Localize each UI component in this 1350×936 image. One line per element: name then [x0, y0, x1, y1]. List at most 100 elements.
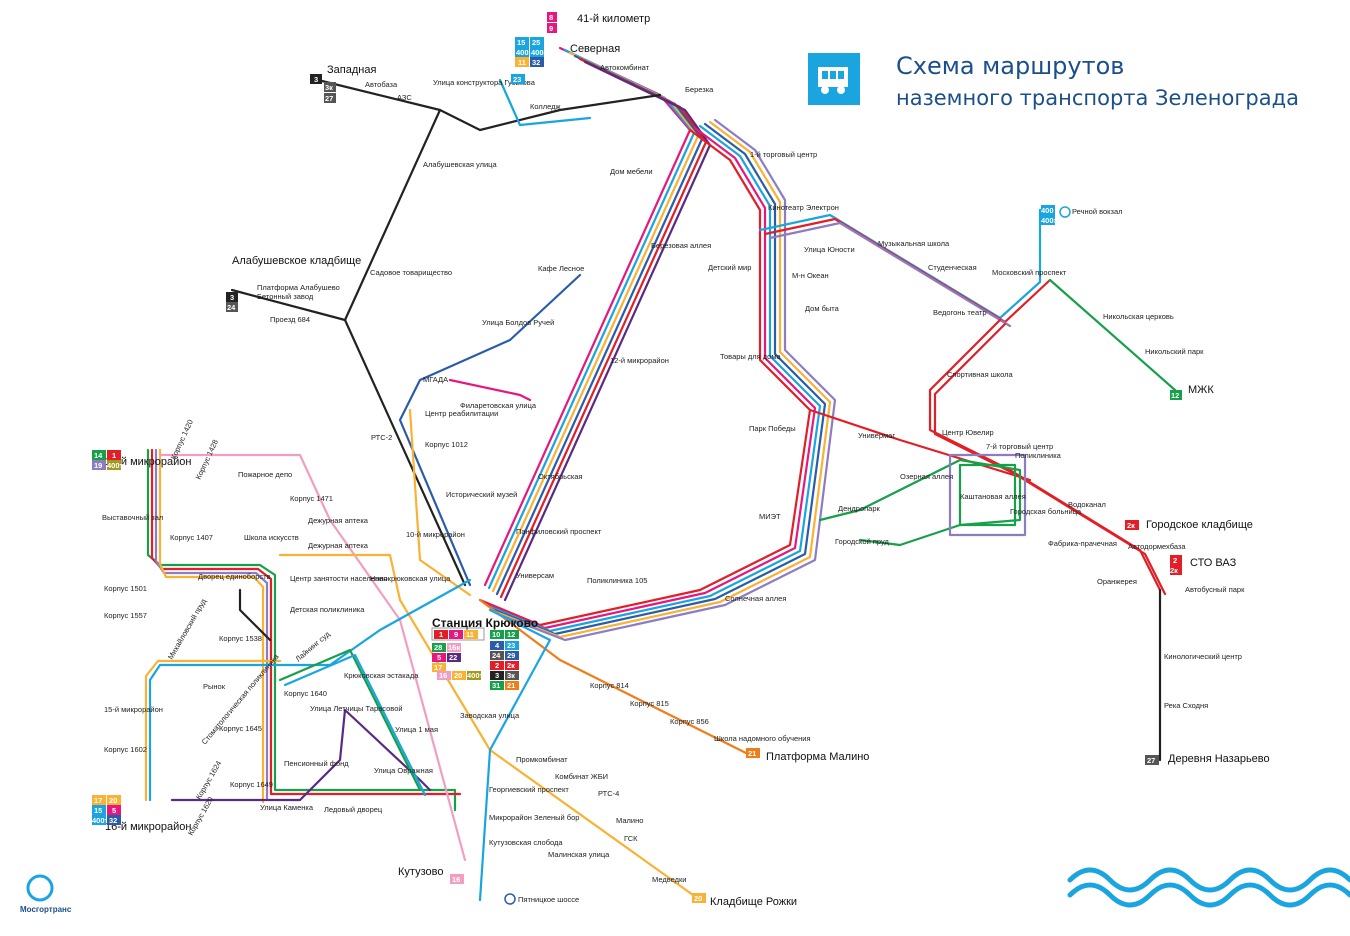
stop: РТС-2 [371, 433, 392, 442]
route-badge: 27 [325, 94, 333, 103]
stop: Поликлиника 105 [587, 576, 647, 585]
stop: Филаретовская улица [460, 401, 537, 410]
terminal-16mkr: 16-й микрорайон [105, 821, 191, 833]
stop: Центр Ювелир [942, 428, 994, 437]
stop: Река Сходня [1164, 701, 1208, 710]
stop: Корпус 1501 [104, 584, 147, 593]
kryukovo-route-grid: 1 9 11 10 12 28 16к 4 23 5 22 24 29 17 2… [431, 627, 519, 690]
stop: Фабрика-прачечная [1048, 539, 1117, 548]
zelenograd-wave-logo [1067, 867, 1350, 908]
stop: Улица Овражная [374, 766, 433, 775]
stop: Улица Каменка [260, 803, 314, 812]
route-badge: 400т [107, 461, 124, 470]
route-badge: 20 [109, 796, 117, 805]
stop: Корпус 1538 [219, 634, 262, 643]
stop: Школа искусств [244, 533, 299, 542]
svg-text:400т: 400т [467, 671, 484, 680]
route-badge: 400 [1041, 206, 1054, 215]
svg-text:16к: 16к [448, 643, 460, 652]
terminal-severnaya: Северная [570, 43, 620, 55]
stop: 12-й микрорайон [610, 356, 669, 365]
stop: Малинская улица [548, 850, 610, 859]
stop: Улица Болдов Ручей [482, 318, 554, 327]
svg-text:20: 20 [454, 671, 462, 680]
stop: Крюковская эстакада [344, 671, 419, 680]
stop: Ледовый дворец [324, 805, 383, 814]
stop: Школа надомного обучения [714, 734, 811, 743]
svg-text:29: 29 [507, 651, 515, 660]
stop: АЗС [397, 93, 412, 102]
stop: Автобаза [365, 80, 398, 89]
svg-text:2: 2 [495, 661, 499, 670]
stop: Солнечная аллея [725, 594, 786, 603]
stop: Березовая аллея [651, 241, 711, 250]
stop: Корпус 815 [630, 699, 669, 708]
stop: Корпус 1620 [186, 795, 215, 837]
stop: Дежурная аптека [308, 516, 369, 525]
terminal-kryukovo: Станция Крюково [432, 616, 538, 630]
stop: ГСК [624, 834, 638, 843]
svg-text:4: 4 [495, 641, 500, 650]
terminal-zapadnaya: Западная [327, 64, 376, 76]
stop: Пенсионный фонд [284, 759, 349, 768]
terminal-41km: 41-й километр [577, 13, 650, 25]
stop: Корпус 814 [590, 681, 629, 690]
stop: Центр занятости населения [290, 574, 387, 583]
stop: 7-й торговый центр [986, 442, 1053, 451]
stop: Музыкальная школа [878, 239, 950, 248]
stop: Дом быта [805, 304, 840, 313]
stop: Микрорайон Зеленый бор [489, 813, 579, 822]
stop: Бетонный завод [257, 292, 314, 301]
stop: Проезд 684 [270, 315, 310, 324]
route-badge: 12 [1171, 391, 1179, 400]
metro-icon [504, 893, 516, 905]
route-badge: 3к [325, 83, 333, 92]
stop: Корпус 1645 [219, 724, 262, 733]
metro-icon [1059, 206, 1071, 218]
svg-text:31: 31 [492, 681, 500, 690]
stop: М-н Океан [792, 271, 829, 280]
route-badge: 23 [513, 75, 521, 84]
route-badge: 400 [516, 48, 529, 57]
bus-logo-icon [808, 53, 860, 105]
route-badge: 15 [94, 806, 102, 815]
route-badge: 24 [227, 303, 236, 312]
stop: Дом мебели [610, 167, 653, 176]
stop: Студенческая [928, 263, 977, 272]
route-badge: 2к [1127, 521, 1135, 530]
stop: Корпус 1640 [284, 689, 327, 698]
terminal-mzhk: МЖК [1188, 384, 1214, 396]
stop: Пожарное депо [238, 470, 292, 479]
svg-text:1: 1 [439, 630, 443, 639]
stop: Корпус 856 [670, 717, 709, 726]
terminal-sto-vaz: СТО ВАЗ [1190, 557, 1237, 569]
svg-text:9: 9 [454, 630, 458, 639]
terminal-gorodskoe: Городское кладбище [1146, 519, 1253, 531]
svg-text:2к: 2к [507, 661, 515, 670]
route-badge: 5 [112, 806, 116, 815]
svg-text:28: 28 [434, 643, 442, 652]
svg-text:17: 17 [434, 663, 442, 672]
terminal-nazarevo: Деревня Назарьево [1168, 753, 1270, 765]
route-badge: 8 [549, 13, 553, 22]
stop: Городской пруд [835, 537, 889, 546]
stop: Промкомбинат [516, 755, 568, 764]
stop: 1-й торговый центр [750, 150, 817, 159]
stop: Товары для дома [720, 352, 781, 361]
stop: Улица 1 мая [395, 725, 438, 734]
stop: Березка [685, 85, 714, 94]
route-badge: 3 [314, 75, 318, 84]
svg-text:3к: 3к [507, 671, 515, 680]
svg-text:Мосгортранс: Мосгортранс [20, 905, 72, 914]
svg-text:10: 10 [492, 630, 500, 639]
stop: Автодормехбаза [1128, 542, 1186, 551]
stop: Новокрюковская улица [370, 574, 451, 583]
stop: Колледж [530, 102, 561, 111]
route-badge: 19 [94, 461, 102, 470]
stop: Детская поликлиника [290, 605, 365, 614]
stop: Универсам [516, 571, 554, 580]
map-subtitle: наземного транспорта Зеленограда [896, 86, 1299, 110]
stop: Кутузовская слобода [489, 838, 563, 847]
stop: Оранжерея [1097, 577, 1137, 586]
stop: Лайнинг суд [294, 629, 333, 663]
